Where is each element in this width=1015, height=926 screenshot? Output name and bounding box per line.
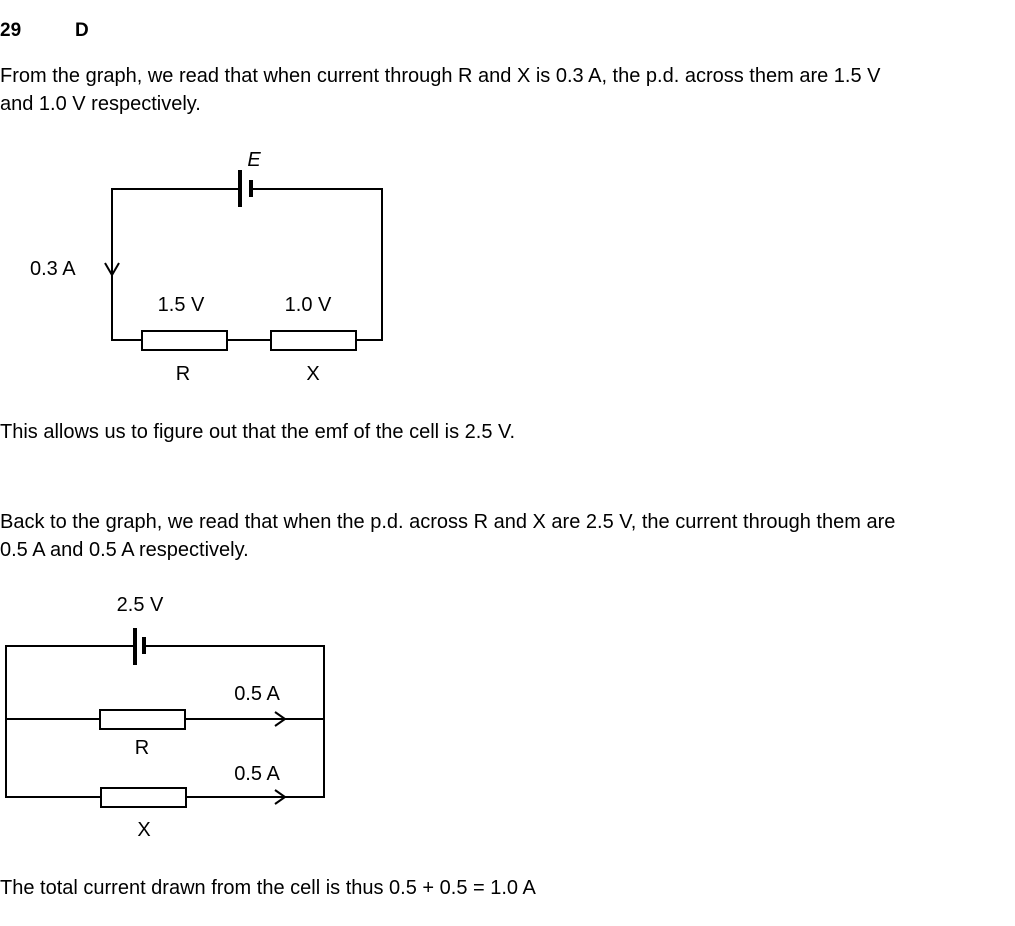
question-number: 29	[0, 20, 22, 41]
x-label: X	[137, 819, 150, 841]
paragraph-3-cont: 0.5 A and 0.5 A respectively.	[0, 539, 249, 561]
paragraph-3: Back to the graph, we read that when the…	[0, 511, 896, 533]
answer-letter: D	[75, 20, 89, 41]
paragraph-2: This allows us to figure out that the em…	[0, 421, 516, 443]
x-label: X	[306, 363, 319, 385]
current-label: 0.3 A	[30, 258, 76, 280]
cell-label: E	[247, 149, 261, 171]
current-arrow-icon	[104, 262, 120, 277]
resistor-r	[141, 330, 228, 351]
x-voltage-label: 1.0 V	[285, 294, 332, 316]
resistor-x	[270, 330, 357, 351]
paragraph-4: The total current drawn from the cell is…	[0, 877, 536, 899]
series-wire	[111, 188, 383, 341]
resistor-x	[100, 787, 187, 808]
r-label: R	[135, 737, 149, 759]
arrow-right-icon	[274, 789, 287, 805]
series-circuit	[104, 170, 383, 351]
cell-voltage-label: 2.5 V	[117, 594, 164, 616]
x-current-label: 0.5 A	[234, 763, 280, 785]
r-current-label: 0.5 A	[234, 683, 280, 705]
parallel-wire	[5, 645, 325, 798]
r-label: R	[176, 363, 190, 385]
resistor-r	[99, 709, 186, 730]
paragraph-1: From the graph, we read that when curren…	[0, 65, 881, 87]
parallel-circuit	[5, 628, 325, 808]
r-voltage-label: 1.5 V	[158, 294, 205, 316]
paragraph-1-cont: and 1.0 V respectively.	[0, 93, 201, 115]
arrow-right-icon	[274, 711, 287, 727]
